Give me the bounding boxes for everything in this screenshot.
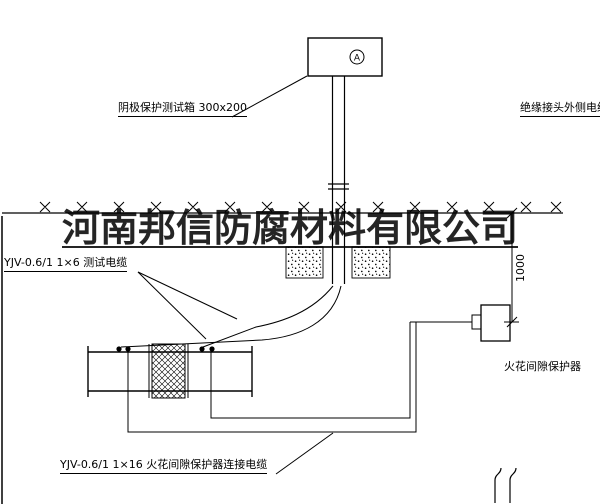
insulated-joint-cable-label: 绝缘接头外侧电缆 bbox=[520, 101, 600, 117]
pipe-riser-symbol bbox=[494, 467, 517, 503]
concrete-block-left bbox=[285, 246, 324, 279]
concrete-block-right bbox=[351, 246, 391, 279]
spark-gap-cable-label: YJV-0.6/1 1×16 火花间隙保护器连接电缆 bbox=[60, 458, 268, 474]
ammeter-letter: A bbox=[354, 54, 361, 64]
spark-gap-protector bbox=[471, 304, 511, 342]
dimension-value: 1000 bbox=[514, 254, 527, 282]
spark-gap-cables bbox=[127, 321, 481, 433]
spark-gap-label: 火花间隙保护器 bbox=[504, 360, 581, 373]
company-watermark: 河南邦信防腐材料有限公司 bbox=[62, 206, 519, 250]
conduit bbox=[328, 76, 349, 284]
concrete-blocks bbox=[285, 246, 391, 279]
soil-hatch-marks bbox=[39, 201, 562, 213]
test-box bbox=[307, 37, 383, 77]
label-leader-lines bbox=[137, 75, 334, 475]
insulating-joint bbox=[148, 343, 189, 399]
test-box-label: 阴极保护测试箱 300x200 bbox=[118, 101, 247, 117]
test-cable-label: YJV-0.6/1 1×6 测试电缆 bbox=[4, 256, 128, 272]
test-cables bbox=[120, 285, 342, 348]
ammeter-icon bbox=[349, 49, 365, 65]
dimension-line bbox=[504, 207, 519, 328]
weld-points bbox=[116, 346, 215, 352]
